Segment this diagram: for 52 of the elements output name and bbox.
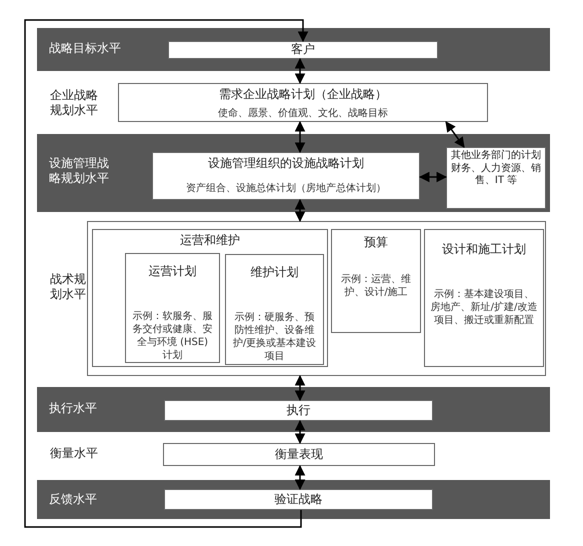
box-title: 设计和施工计划 — [441, 242, 527, 258]
box-description: 示例：软服务、服务交付或健康、安全与环境 (HSE) 计划 — [132, 310, 214, 362]
arrow — [418, 172, 448, 182]
plan-box — [331, 229, 421, 333]
plan-box — [424, 229, 544, 367]
box-description: 示例：运营、维护、设计/施工 — [340, 272, 412, 299]
box-title: 客户 — [290, 42, 316, 57]
box-title: 执行 — [286, 402, 312, 419]
arrow — [294, 198, 306, 222]
box-title: 设施管理组织的设施战略计划 — [207, 156, 365, 172]
level-label: 企业战略规划水平 — [50, 88, 99, 118]
arrow — [24, 19, 308, 528]
box-title: 预算 — [363, 235, 389, 251]
level-band — [37, 28, 550, 71]
box-title: 运营计划 — [148, 264, 198, 280]
level-label: 反馈水平 — [49, 492, 98, 507]
plan-box — [164, 400, 433, 421]
plan-box — [92, 229, 328, 367]
plan-box — [446, 147, 546, 209]
level-label: 战术规划水平 — [50, 272, 87, 302]
level-label: 衡量水平 — [50, 446, 99, 461]
box-description: 示例：基本建设项目、房地产、新址/扩建/改造项目、搬迁或重新配置 — [430, 288, 538, 327]
plan-box — [225, 254, 324, 365]
box-title: 其他业务部门的计划 — [450, 148, 542, 162]
arrow — [294, 120, 306, 154]
arrow — [294, 374, 306, 402]
box-title: 验证战略 — [274, 491, 324, 508]
box-description: 示例：硬服务、预防性维护、设备维护/更换或基本建设项目 — [232, 310, 318, 363]
box-description: 使命、愿景、价值观、文化、战略目标 — [217, 106, 389, 120]
plan-box — [125, 253, 220, 363]
plan-box — [118, 83, 488, 122]
box-title: 运营和维护 — [179, 233, 241, 249]
box-description: 资产组合、设施总体计划（房地产总体计划） — [185, 182, 387, 195]
arrow — [294, 464, 306, 490]
level-label: 执行水平 — [49, 401, 98, 416]
box-description: 财务、人力资源、销售、IT 等 — [450, 162, 542, 187]
arrow — [294, 58, 306, 84]
group-box — [87, 221, 546, 376]
box-title: 需求企业战略计划（企业战略） — [218, 87, 388, 103]
box-title: 衡量表现 — [274, 446, 324, 463]
level-band — [37, 387, 550, 432]
level-label: 设施管理战略规划水平 — [49, 156, 109, 186]
plan-box — [168, 41, 438, 59]
level-band — [37, 134, 550, 212]
arrow — [445, 121, 465, 148]
arrow — [294, 420, 306, 444]
plan-box — [152, 152, 420, 200]
level-label: 战略目标水平 — [49, 41, 122, 56]
plan-box — [164, 489, 433, 510]
plan-box — [163, 443, 435, 466]
box-title: 维护计划 — [250, 265, 300, 281]
level-band — [37, 480, 550, 519]
